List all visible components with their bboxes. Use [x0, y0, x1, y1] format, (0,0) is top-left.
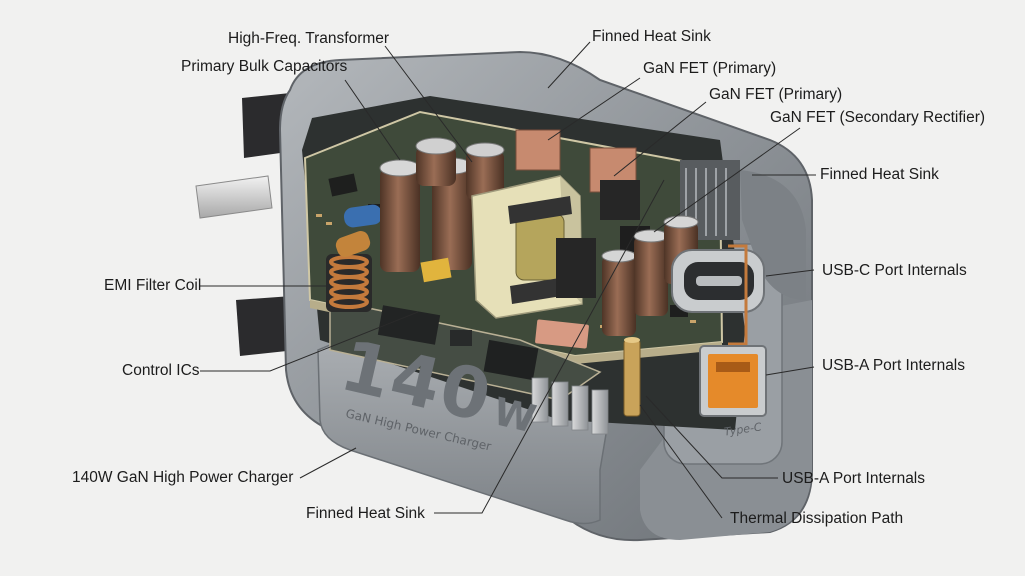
emi-filter-coil [326, 204, 383, 312]
label-finned-heat-sink-top: Finned Heat Sink [592, 28, 711, 45]
label-usb-a-port-internals-1: USB-A Port Internals [822, 357, 966, 374]
label-primary-bulk-capacitors: Primary Bulk Capacitors [181, 58, 348, 75]
control-ic-chip [483, 339, 539, 381]
usb-c-port [671, 249, 765, 313]
primary-bulk-capacitors [379, 137, 505, 272]
usb-a-port [699, 345, 767, 417]
copper-trace [728, 244, 748, 346]
high-freq-transformer [471, 175, 583, 319]
label-charger-name: 140W GaN High Power Charger [72, 469, 294, 486]
thermal-pillar [623, 337, 641, 417]
label-emi-filter-coil: EMI Filter Coil [104, 277, 202, 294]
leader-lines [200, 41, 816, 519]
label-finned-heat-sink-bottom: Finned Heat Sink [306, 505, 425, 522]
label-usb-c-port-internals: USB-C Port Internals [822, 262, 967, 279]
label-gan-fet-secondary: GaN FET (Secondary Rectifier) [770, 109, 986, 126]
label-thermal-dissipation-path: Thermal Dissipation Path [730, 510, 904, 527]
output-capacitors [601, 215, 699, 336]
film-capacitor [420, 257, 452, 283]
label-high-freq-transformer: High-Freq. Transformer [228, 30, 390, 47]
gan-fet-secondary [556, 238, 596, 298]
label-control-ics: Control ICs [122, 362, 200, 379]
label-gan-fet-primary-2: GaN FET (Primary) [709, 86, 843, 103]
label-usb-a-port-internals-2: USB-A Port Internals [782, 470, 926, 487]
label-gan-fet-primary-1: GaN FET (Primary) [643, 60, 777, 77]
label-finned-heat-sink-right: Finned Heat Sink [820, 166, 939, 183]
bottom-heat-sink [531, 377, 609, 435]
control-ic-chip [377, 305, 441, 345]
